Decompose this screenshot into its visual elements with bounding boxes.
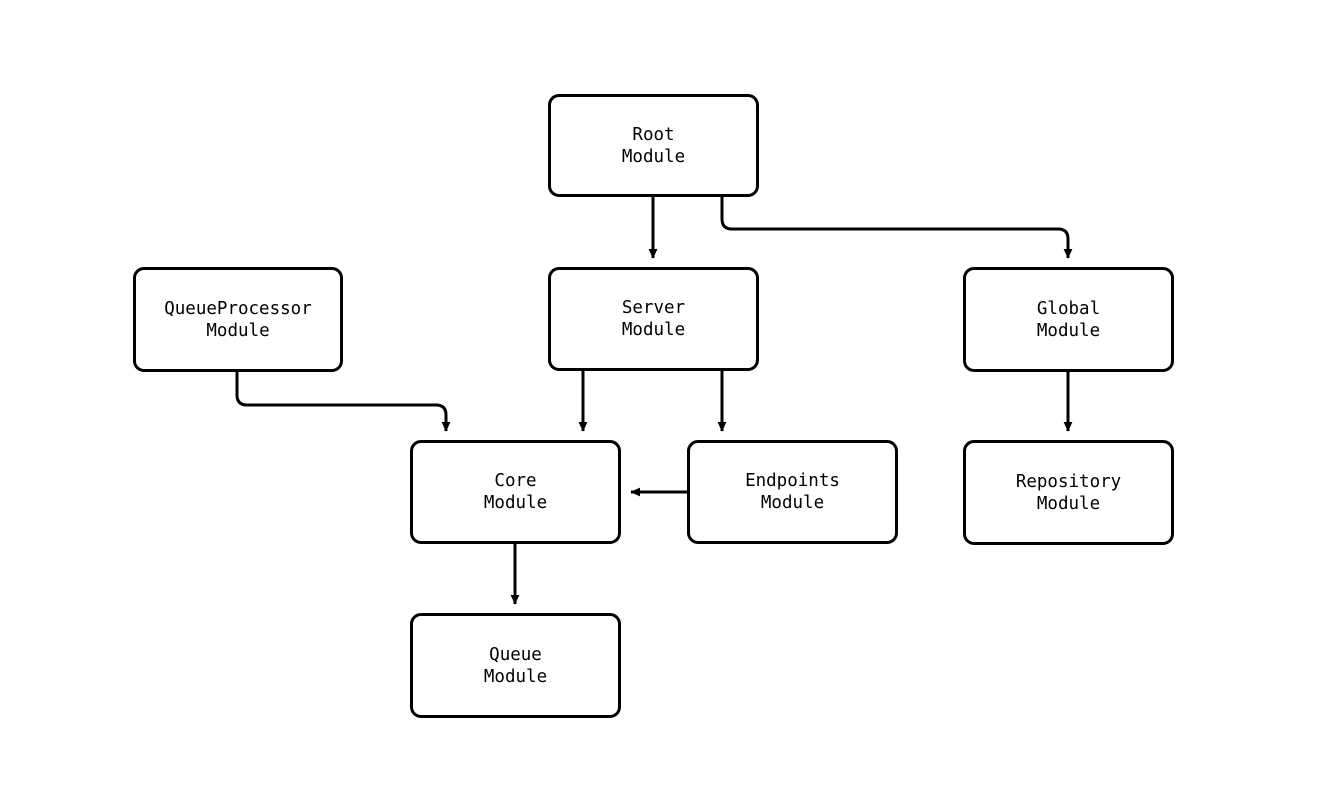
node-root-module[interactable]: Root Module: [548, 94, 759, 197]
node-repository-module-title: Repository: [1015, 471, 1122, 492]
node-queueprocessor-module-title: QueueProcessor: [164, 298, 312, 319]
node-server-module[interactable]: Server Module: [548, 267, 759, 371]
edge-queueprocessor-core: [235, 372, 451, 432]
node-queue-module[interactable]: Queue Module: [410, 613, 621, 718]
node-queueprocessor-module-subtitle: Module: [206, 320, 270, 341]
node-repository-module-subtitle: Module: [1036, 493, 1101, 514]
node-queue-module-subtitle: Module: [483, 666, 548, 687]
node-root-module-title: Root: [632, 124, 675, 145]
node-queueprocessor-module[interactable]: QueueProcessor Module: [133, 267, 343, 372]
node-core-module[interactable]: Core Module: [410, 440, 621, 544]
node-queue-module-title: Queue: [489, 644, 542, 665]
node-endpoints-module[interactable]: Endpoints Module: [687, 440, 898, 544]
node-global-module-title: Global: [1036, 298, 1101, 319]
node-endpoints-module-subtitle: Module: [760, 493, 825, 513]
node-core-module-title: Core: [494, 471, 537, 491]
node-core-module-subtitle: Module: [483, 493, 548, 513]
node-endpoints-module-title: Endpoints: [745, 471, 840, 491]
node-global-module[interactable]: Global Module: [963, 267, 1174, 372]
node-global-module-subtitle: Module: [1036, 320, 1101, 341]
node-server-module-title: Server: [621, 298, 686, 318]
edge-root-global: [720, 197, 1073, 259]
node-server-module-subtitle: Module: [621, 320, 686, 340]
node-root-module-subtitle: Module: [621, 146, 686, 167]
node-repository-module[interactable]: Repository Module: [963, 440, 1174, 545]
